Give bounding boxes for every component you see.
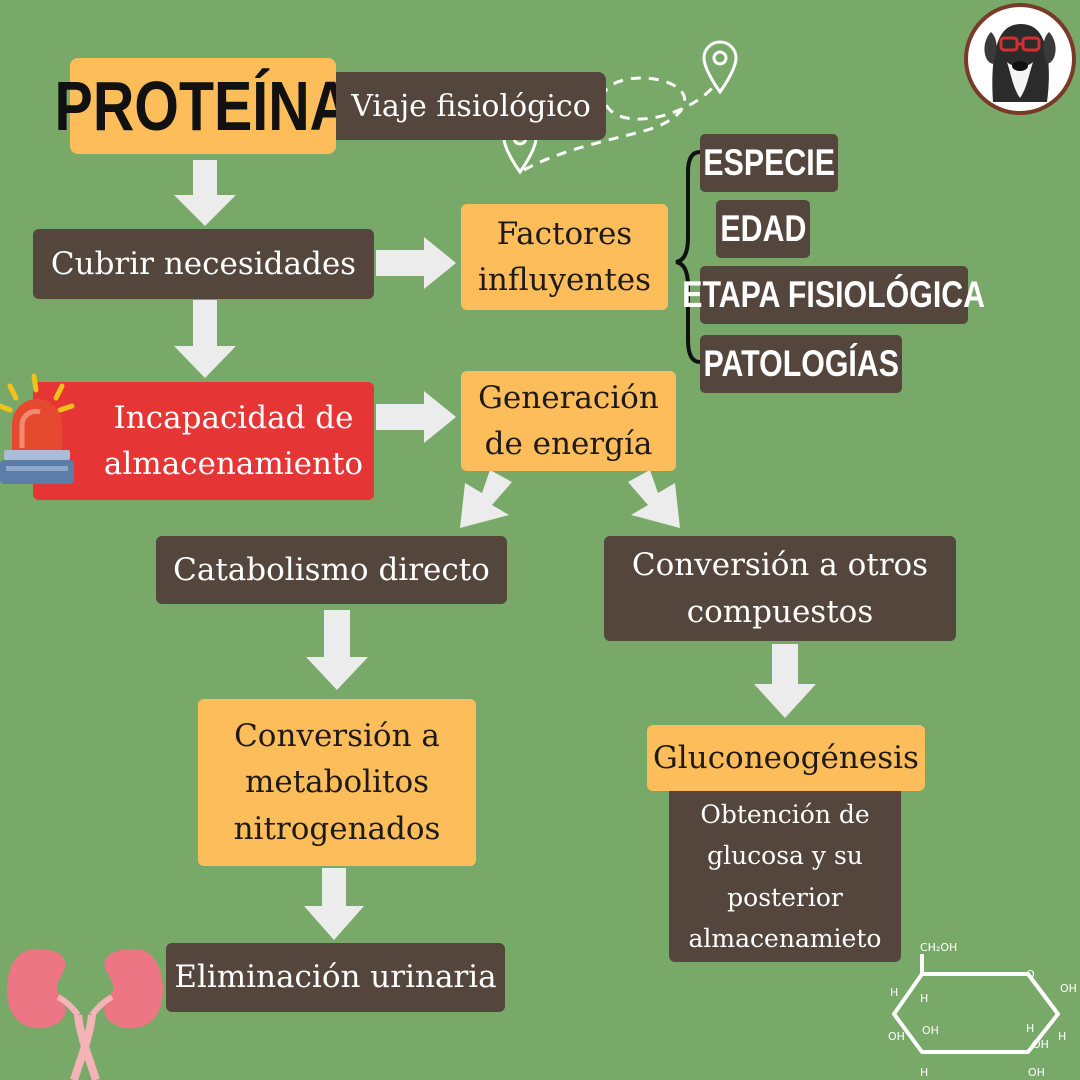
arrow-catabolismo-to-metabolitos	[306, 610, 368, 690]
dog-avatar-icon	[964, 3, 1076, 115]
subtitle-box: Viaje fisiológico	[336, 72, 606, 140]
arrow-cubrir-to-factores	[376, 237, 456, 289]
glucose-molecule-icon: CH₂OH O H H OH H OH OH H OH H OH	[888, 941, 1077, 1079]
molecule-oh: OH	[1032, 1038, 1049, 1051]
molecule-h: H	[920, 1066, 928, 1079]
node-eliminacion-urinaria: Eliminación urinaria	[166, 943, 505, 1012]
node-cubrir-necesidades: Cubrir necesidades	[33, 229, 374, 299]
journey-dashed-path	[523, 76, 717, 172]
factor-edad: EDAD	[716, 200, 810, 258]
factor-etapa-fisiologica: ETAPA FISIOLÓGICA	[683, 266, 985, 324]
node-incapacidad-almacenamiento: Incapacidad de almacenamiento	[33, 382, 374, 500]
molecule-h: H	[920, 992, 928, 1005]
title-box: PROTEÍNA	[55, 58, 351, 154]
molecule-o: O	[1026, 968, 1035, 981]
alarm-siren-icon	[0, 373, 75, 484]
factor-patologias: PATOLOGÍAS	[700, 335, 902, 393]
node-conversion-otros-compuestos: Conversión a otros compuestos	[604, 536, 956, 641]
page-title: PROTEÍNA	[54, 66, 352, 145]
node-generacion-energia: Generación de energía	[461, 371, 676, 471]
node-catabolismo-directo: Catabolismo directo	[156, 536, 507, 604]
molecule-oh: OH	[1060, 982, 1077, 995]
factors-brace	[675, 150, 701, 364]
node-obtencion-glucosa: Obtención de glucosa y su posterior alma…	[669, 791, 901, 962]
molecule-h: H	[1058, 1030, 1066, 1043]
node-gluconeogenesis: Gluconeogénesis	[647, 725, 925, 791]
arrow-metabolitos-to-eliminacion	[304, 868, 364, 940]
arrow-cubrir-to-incapacidad	[174, 300, 236, 378]
factor-especie: ESPECIE	[700, 134, 838, 192]
node-conversion-metabolitos: Conversión a metabolitos nitrogenados	[198, 699, 476, 866]
location-pin-icon	[702, 40, 738, 94]
page-subtitle: Viaje fisiológico	[351, 88, 591, 124]
molecule-oh: OH	[888, 1030, 905, 1043]
arrow-conversion-to-gluco	[754, 644, 816, 718]
kidneys-icon	[7, 949, 163, 1080]
molecule-h: H	[1026, 1022, 1034, 1035]
arrow-generacion-to-catabolismo	[460, 470, 512, 528]
node-factores-influyentes: Factores influyentes	[461, 204, 668, 310]
molecule-oh: OH	[922, 1024, 939, 1037]
arrow-title-to-cubrir	[174, 160, 236, 226]
arrow-incapacidad-to-generacion	[376, 391, 456, 443]
arrow-generacion-to-conversion	[628, 470, 680, 528]
molecule-oh: OH	[1028, 1066, 1045, 1079]
molecule-h: H	[890, 986, 898, 999]
molecule-ch2oh: CH₂OH	[920, 941, 957, 954]
